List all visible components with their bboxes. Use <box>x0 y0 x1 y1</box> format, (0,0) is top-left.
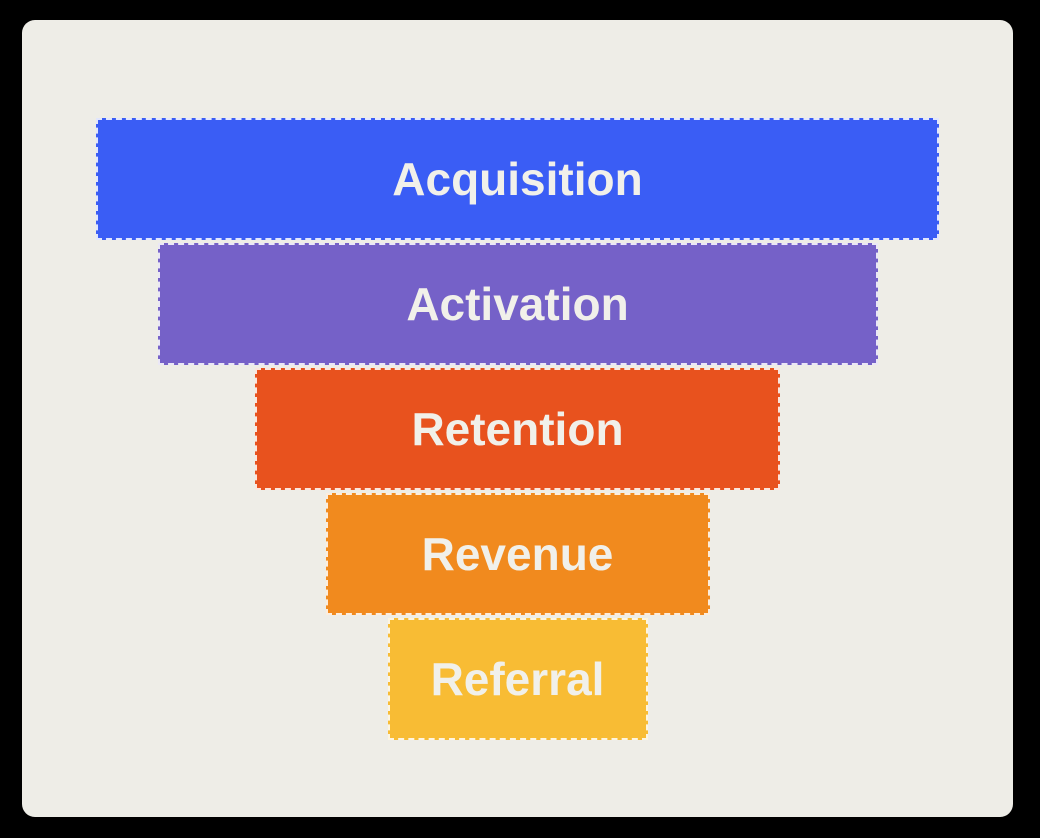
funnel-stage-label: Acquisition <box>392 153 643 205</box>
funnel-stage-referral[interactable]: Referral <box>387 618 648 740</box>
canvas-card: Acquisition Activation Retention Revenue… <box>22 20 1013 817</box>
funnel-diagram: Acquisition Activation Retention Revenue… <box>22 118 1013 740</box>
funnel-stage-label: Activation <box>406 278 629 330</box>
funnel-stage-label: Revenue <box>421 528 614 580</box>
funnel-stage-label: Referral <box>430 653 605 705</box>
funnel-stage-activation[interactable]: Activation <box>157 243 878 365</box>
funnel-stage-revenue[interactable]: Revenue <box>325 493 710 615</box>
funnel-stage-label: Retention <box>411 403 624 455</box>
funnel-stage-retention[interactable]: Retention <box>255 368 780 490</box>
funnel-stage-acquisition[interactable]: Acquisition <box>96 118 939 240</box>
